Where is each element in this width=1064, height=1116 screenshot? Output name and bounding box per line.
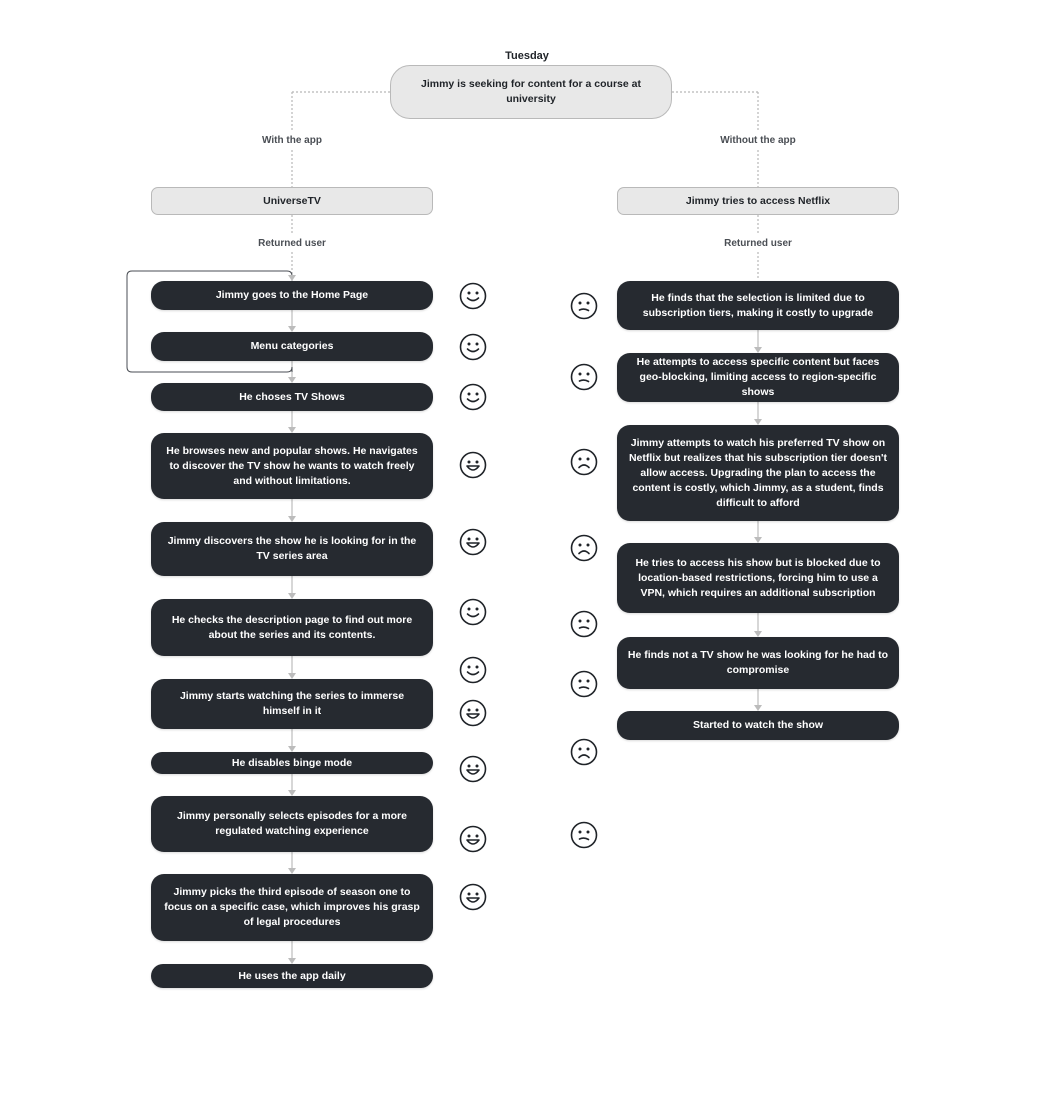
universetv-node: UniverseTV	[151, 187, 433, 215]
step-arrowhead	[288, 516, 296, 522]
step-arrowhead	[288, 593, 296, 599]
emotion-face-icon	[459, 528, 487, 556]
emotion-face-icon	[459, 883, 487, 911]
day-label: Tuesday	[505, 50, 549, 62]
emotion-face-icon	[459, 282, 487, 310]
user-type-label-left: Returned user	[258, 238, 326, 249]
user-type-label-right: Returned user	[724, 238, 792, 249]
step-arrowhead	[754, 419, 762, 425]
branch-label-without-app: Without the app	[720, 135, 796, 146]
step-arrowhead	[288, 746, 296, 752]
emotion-face-icon	[459, 383, 487, 411]
step-with-app: He browses new and popular shows. He nav…	[151, 433, 433, 499]
emotion-face-icon	[570, 292, 598, 320]
emotion-face-icon	[459, 598, 487, 626]
step-arrowhead	[754, 631, 762, 637]
step-with-app: Jimmy starts watching the series to imme…	[151, 679, 433, 729]
emotion-face-icon	[570, 738, 598, 766]
step-arrowhead	[288, 868, 296, 874]
step-with-app: Jimmy picks the third episode of season …	[151, 874, 433, 941]
step-arrowhead	[288, 377, 296, 383]
emotion-face-icon	[570, 670, 598, 698]
loop-arrowhead	[288, 275, 296, 281]
step-with-app: He checks the description page to find o…	[151, 599, 433, 656]
loop-connector	[126, 270, 293, 373]
emotion-face-icon	[459, 825, 487, 853]
step-with-app: He uses the app daily	[151, 964, 433, 988]
step-with-app: He disables binge mode	[151, 752, 433, 774]
emotion-face-icon	[459, 656, 487, 684]
step-without-app: Started to watch the show	[617, 711, 899, 740]
emotion-face-icon	[570, 448, 598, 476]
branch-label-with-app: With the app	[262, 135, 322, 146]
netflix-node: Jimmy tries to access Netflix	[617, 187, 899, 215]
step-arrowhead	[754, 537, 762, 543]
step-arrowhead	[288, 790, 296, 796]
step-with-app: Jimmy personally selects episodes for a …	[151, 796, 433, 852]
emotion-face-icon	[570, 363, 598, 391]
step-without-app: He attempts to access specific content b…	[617, 353, 899, 402]
step-arrowhead	[754, 347, 762, 353]
step-arrowhead	[288, 673, 296, 679]
step-with-app: He choses TV Shows	[151, 383, 433, 411]
step-arrowhead	[754, 705, 762, 711]
emotion-face-icon	[459, 333, 487, 361]
emotion-face-icon	[570, 821, 598, 849]
step-without-app: He finds not a TV show he was looking fo…	[617, 637, 899, 689]
root-node: Jimmy is seeking for content for a cours…	[390, 65, 672, 119]
step-with-app: Menu categories	[151, 332, 433, 361]
step-without-app: He finds that the selection is limited d…	[617, 281, 899, 330]
emotion-face-icon	[459, 755, 487, 783]
step-with-app: Jimmy discovers the show he is looking f…	[151, 522, 433, 576]
step-without-app: He tries to access his show but is block…	[617, 543, 899, 613]
emotion-face-icon	[570, 610, 598, 638]
emotion-face-icon	[459, 451, 487, 479]
step-without-app: Jimmy attempts to watch his preferred TV…	[617, 425, 899, 521]
emotion-face-icon	[459, 699, 487, 727]
step-arrowhead	[288, 326, 296, 332]
step-arrowhead	[288, 958, 296, 964]
step-arrowhead	[288, 427, 296, 433]
step-with-app: Jimmy goes to the Home Page	[151, 281, 433, 310]
emotion-face-icon	[570, 534, 598, 562]
